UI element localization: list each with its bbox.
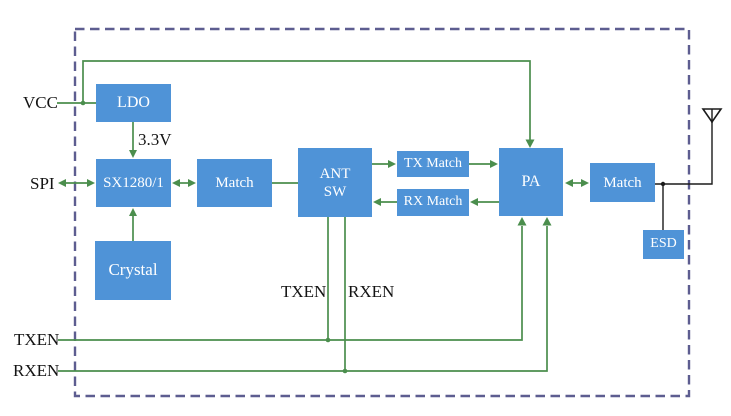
block-tx-match-label: TX Match [404, 155, 462, 171]
label-txen-inner: TXEN [281, 282, 327, 301]
wire-vcc-to-pa [82, 60, 531, 140]
green-wires [57, 60, 584, 372]
label-txen: TXEN [14, 330, 60, 349]
block-ldo: LDO [96, 84, 171, 122]
black-wires [655, 122, 713, 230]
block-ant-sw: ANT SW [298, 148, 372, 217]
block-ldo-label: LDO [117, 94, 150, 112]
block-crystal: Crystal [95, 241, 171, 300]
block-rx-match-label: RX Match [403, 194, 463, 210]
block-esd: ESD [643, 230, 684, 259]
wire-rxen [58, 226, 548, 372]
module-boundary [73, 27, 691, 398]
label-ldo-output: 3.3V [138, 130, 172, 149]
block-match-right-label: Match [603, 174, 642, 191]
block-rx-match: RX Match [397, 189, 469, 216]
wire-txen [58, 226, 523, 341]
junction-dots [80, 100, 348, 374]
antenna-icon [701, 108, 723, 124]
block-sx1280: SX1280/1 [96, 159, 171, 207]
block-match-left-label: Match [215, 175, 254, 191]
block-match-right: Match [590, 163, 655, 202]
label-vcc: VCC [23, 93, 58, 112]
label-spi: SPI [30, 174, 55, 193]
antenna-junction-dot [660, 181, 666, 187]
block-pa-label: PA [521, 173, 541, 191]
block-sx1280-label: SX1280/1 [103, 175, 164, 191]
block-crystal-label: Crystal [108, 260, 158, 280]
label-rxen-inner: RXEN [348, 282, 395, 301]
block-tx-match: TX Match [397, 151, 469, 177]
label-rxen: RXEN [13, 361, 60, 380]
block-pa: PA [499, 148, 563, 216]
block-ant-sw-label: ANT SW [319, 165, 351, 200]
arrowheads [58, 139, 589, 226]
block-esd-label: ESD [650, 236, 677, 252]
block-match-left: Match [197, 159, 272, 207]
wire-match-antenna [655, 122, 713, 185]
